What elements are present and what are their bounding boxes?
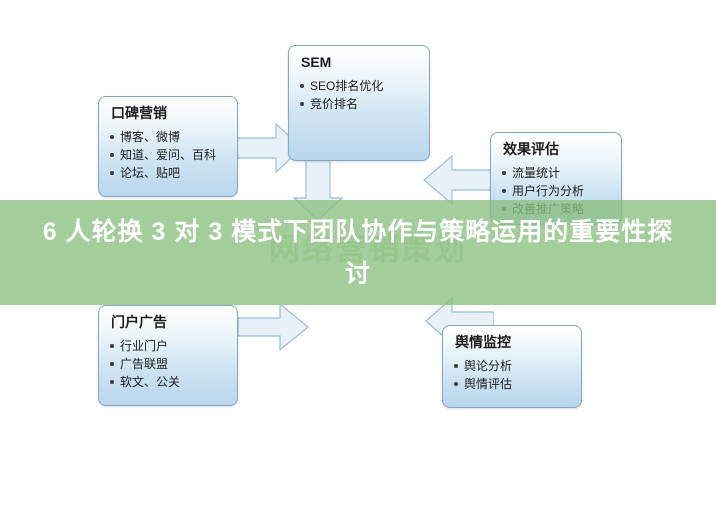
list-item: 竞价排名 bbox=[299, 95, 419, 113]
caption-text: 6 人轮换 3 对 3 模式下团队协作与策略运用的重要性探讨 bbox=[42, 217, 674, 288]
list-item: 行业门户 bbox=[109, 337, 227, 355]
node-opinion-monitoring-list: 舆论分析 舆情评估 bbox=[453, 357, 571, 393]
arrow-word-to-hub bbox=[236, 122, 303, 174]
node-portal-ads-list: 行业门户 广告联盟 软文、公关 bbox=[109, 337, 227, 391]
list-item: 软文、公关 bbox=[109, 373, 227, 391]
list-item: 流量统计 bbox=[501, 164, 611, 182]
node-sem[interactable]: SEM SEO排名优化 竞价排名 bbox=[288, 45, 430, 161]
list-item: 舆论分析 bbox=[453, 357, 571, 375]
list-item: 论坛、贴吧 bbox=[109, 164, 227, 182]
arrow-effect-to-hub bbox=[423, 154, 494, 206]
list-item: 用户行为分析 bbox=[501, 182, 611, 200]
node-sem-list: SEO排名优化 竞价排名 bbox=[299, 77, 419, 113]
node-word-of-mouth-title: 口碑营销 bbox=[111, 105, 167, 121]
node-word-of-mouth-list: 博客、微博 知道、爱问、百科 论坛、贴吧 bbox=[109, 128, 227, 182]
node-sem-title: SEM bbox=[301, 54, 332, 70]
list-item: 舆情评估 bbox=[453, 375, 571, 393]
node-opinion-monitoring-title: 舆情监控 bbox=[455, 334, 511, 350]
node-word-of-mouth[interactable]: 口碑营销 博客、微博 知道、爱问、百科 论坛、贴吧 bbox=[98, 96, 238, 197]
list-item: SEO排名优化 bbox=[299, 77, 419, 95]
node-portal-ads[interactable]: 门户广告 行业门户 广告联盟 软文、公关 bbox=[98, 305, 238, 406]
node-effect-evaluation-title: 效果评估 bbox=[503, 141, 559, 157]
node-portal-ads-title: 门户广告 bbox=[111, 314, 167, 330]
list-item: 广告联盟 bbox=[109, 355, 227, 373]
list-item: 博客、微博 bbox=[109, 128, 227, 146]
arrow-portal-to-hub bbox=[238, 302, 309, 352]
node-opinion-monitoring[interactable]: 舆情监控 舆论分析 舆情评估 bbox=[442, 325, 582, 408]
list-item: 知道、爱问、百科 bbox=[109, 146, 227, 164]
caption-band: 6 人轮换 3 对 3 模式下团队协作与策略运用的重要性探讨 bbox=[0, 200, 716, 305]
